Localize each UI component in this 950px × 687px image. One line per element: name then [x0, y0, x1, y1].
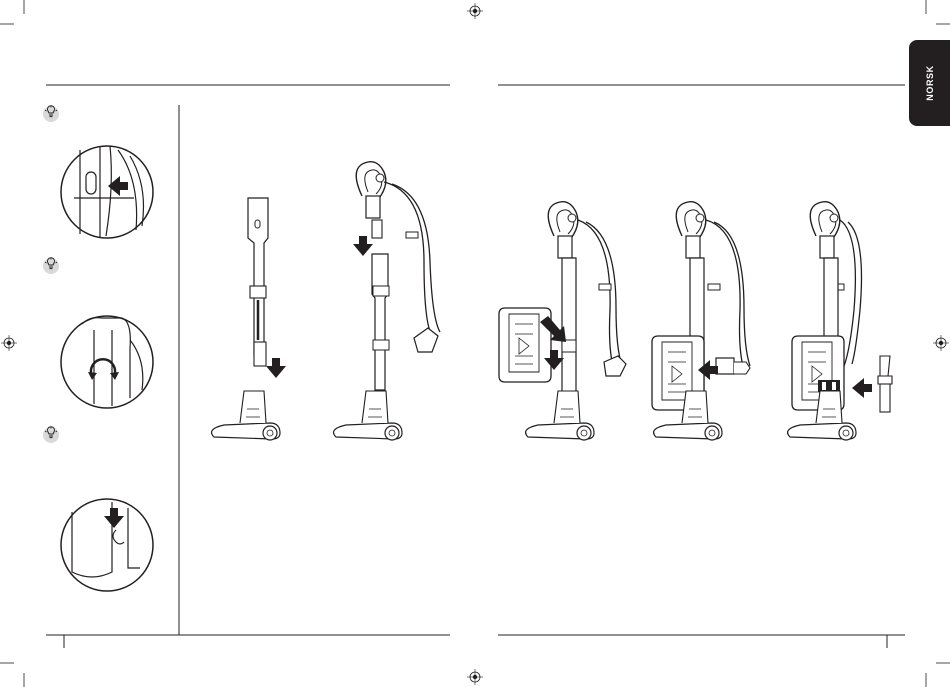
handle-figure	[548, 202, 578, 258]
figure-connect-hose	[652, 202, 750, 440]
tip-figure-wand-release	[61, 316, 153, 408]
lightbulb-icon	[43, 427, 59, 444]
registration-mark-icon	[467, 3, 483, 19]
crevice-tool-figure	[878, 356, 892, 412]
arrow-left-icon	[852, 378, 872, 398]
floor-nozzle-figure	[334, 391, 402, 440]
lightbulb-icon	[43, 258, 59, 275]
floor-nozzle-figure	[212, 391, 280, 440]
lightbulb-icon	[43, 106, 59, 123]
registration-mark-icon	[467, 669, 483, 685]
figure-attach-crevice-tool	[788, 202, 892, 440]
registration-mark-icon	[933, 335, 949, 351]
figure-attach-pod	[499, 202, 626, 440]
figure-insert-wand	[212, 198, 286, 440]
handle-figure	[356, 162, 386, 218]
registration-mark-icon	[1, 335, 17, 351]
figure-attach-handle	[334, 162, 440, 440]
arrow-down-icon	[353, 236, 373, 256]
handle-figure	[810, 202, 840, 258]
tip-figure-hose-clip	[61, 146, 153, 238]
arrow-down-icon	[266, 358, 286, 378]
language-tab[interactable]: NORSK	[909, 40, 950, 126]
floor-nozzle-figure	[526, 391, 594, 440]
handle-figure	[676, 202, 706, 258]
tip-figure-latch-press	[61, 499, 153, 591]
pod-figure	[499, 308, 551, 382]
language-tab-label: NORSK	[925, 65, 935, 101]
